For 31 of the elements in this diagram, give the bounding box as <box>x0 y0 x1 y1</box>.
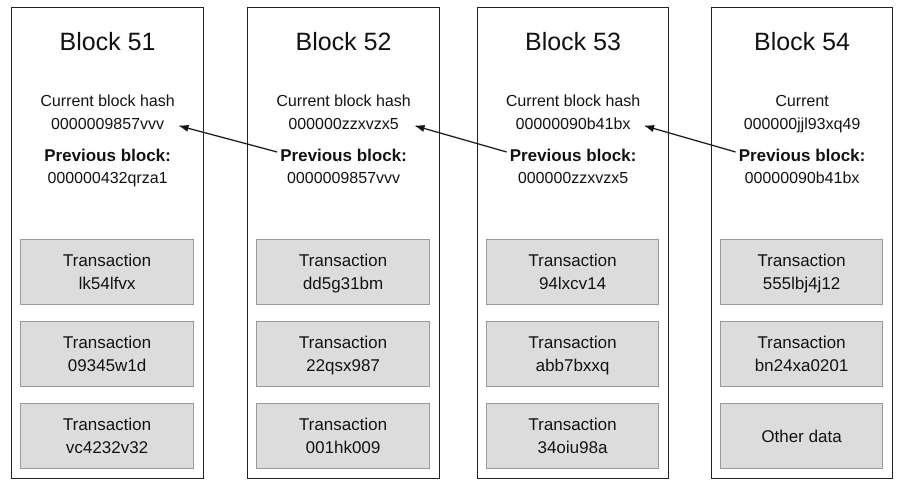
block-title: Block 54 <box>754 28 850 57</box>
previous-block-text: Previous block: 000000432qrza1 <box>44 144 171 190</box>
block-box <box>11 7 204 479</box>
block-title: Block 53 <box>525 28 621 57</box>
transaction-box: Transaction 34oiu98a <box>486 403 659 469</box>
block-title: Block 51 <box>60 28 156 57</box>
transaction-box: Transaction lk54lfvx <box>20 239 194 305</box>
transaction-box: Transaction abb7bxxq <box>486 321 659 387</box>
transaction-box: Transaction 22qsx987 <box>256 321 430 387</box>
hash-text: Current block hash 00000090b41bx <box>506 90 640 136</box>
transaction-box: Transaction 09345w1d <box>20 321 194 387</box>
transaction-box: Transaction 001hk009 <box>256 403 430 469</box>
block-box <box>477 7 669 479</box>
block-box <box>247 7 440 479</box>
arrow <box>644 125 736 153</box>
transaction-box: Other data <box>720 403 883 469</box>
transaction-box: Transaction vc4232v32 <box>20 403 194 469</box>
arrow <box>179 124 278 153</box>
previous-block-text: Previous block: 000000zzxvzx5 <box>510 144 636 190</box>
hash-text: Current block hash 000000zzxvzx5 <box>276 90 411 136</box>
previous-block-text: Previous block: 0000009857vvv <box>280 144 407 190</box>
transaction-box: Transaction 555lbj4j12 <box>720 239 883 305</box>
transaction-box: Transaction bn24xa0201 <box>720 321 883 387</box>
previous-block-text: Previous block: 00000090b41bx <box>738 144 866 190</box>
hash-text: Current block hash 0000009857vvv <box>40 90 175 136</box>
transaction-box: Transaction dd5g31bm <box>256 239 430 305</box>
hash-text: Current 000000jjl93xq49 <box>744 90 860 136</box>
transaction-box: Transaction 94lxcv14 <box>486 239 659 305</box>
block-title: Block 52 <box>296 28 392 57</box>
arrow <box>415 125 507 153</box>
block-box <box>711 7 893 479</box>
